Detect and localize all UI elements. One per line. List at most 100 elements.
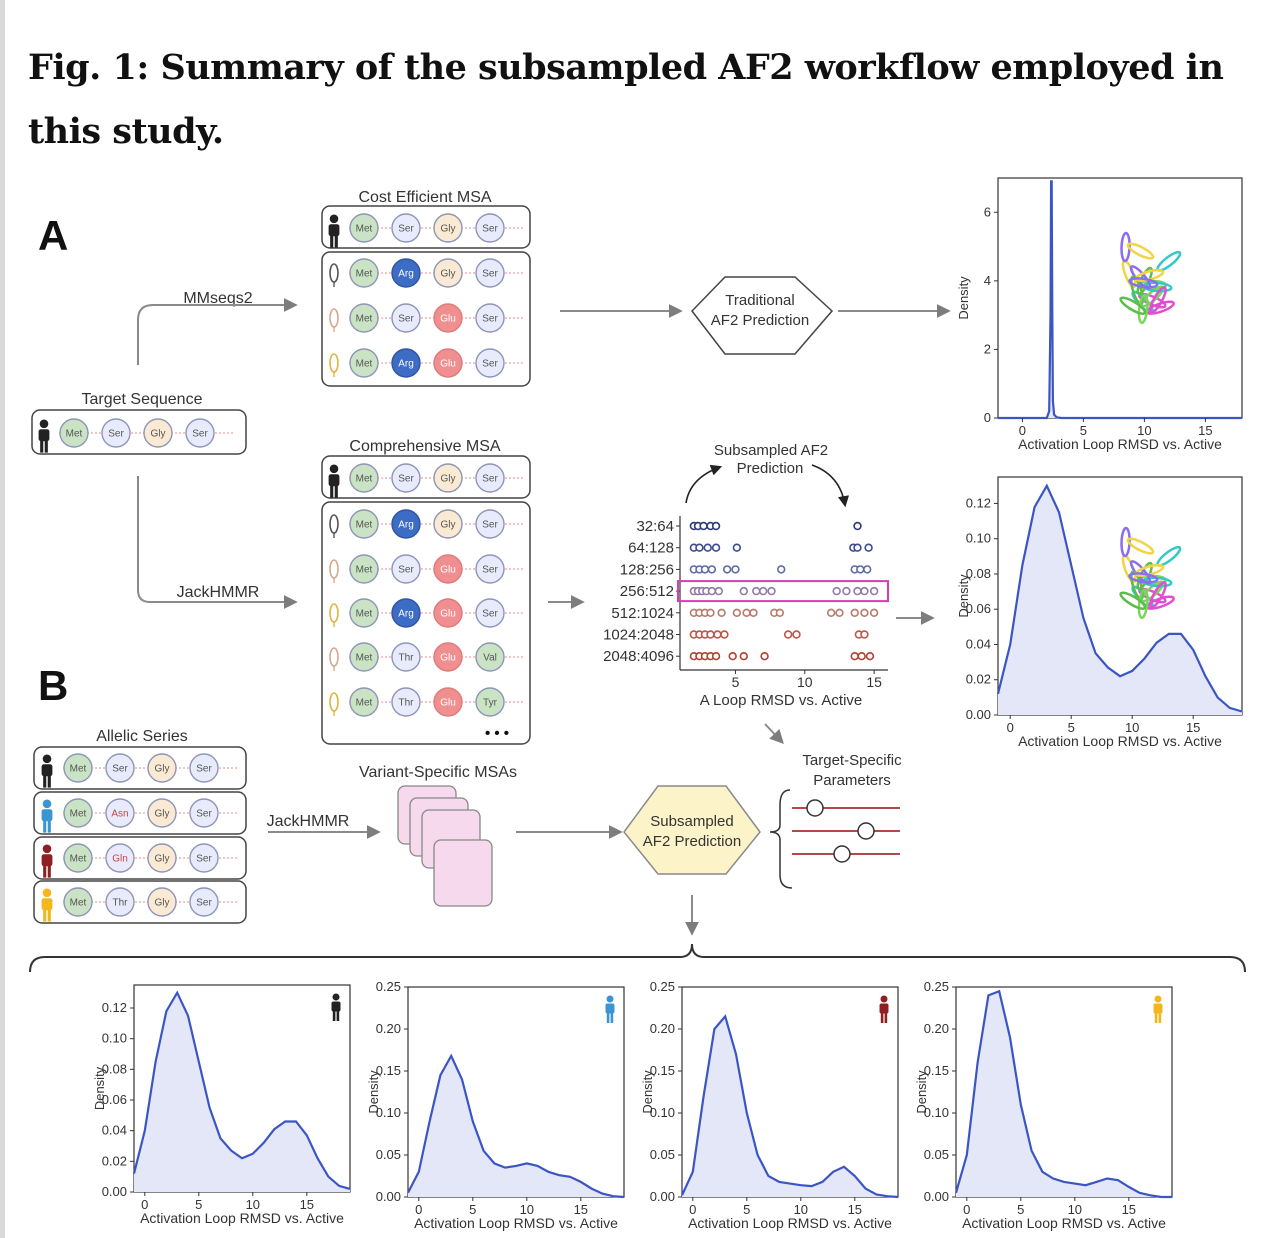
traditional-label-2: AF2 Prediction bbox=[711, 312, 809, 329]
y-tick-label: 0.15 bbox=[650, 1063, 675, 1078]
density-line bbox=[996, 483, 1243, 713]
residue-label: Met bbox=[356, 359, 373, 370]
params-brace bbox=[769, 789, 793, 889]
y-tick-label: 0.10 bbox=[376, 1105, 401, 1120]
panel-b-label: B bbox=[38, 662, 68, 709]
y-tick-label: 1024:2048 bbox=[603, 627, 674, 644]
residue-circle bbox=[189, 798, 219, 828]
density-line bbox=[132, 990, 351, 1190]
scatter-point bbox=[792, 630, 801, 639]
x-tick-label: 10 bbox=[797, 674, 813, 690]
subsampled-hex-label-2: AF2 Prediction bbox=[643, 833, 741, 850]
y-tick-label: 0.25 bbox=[376, 979, 401, 994]
residue-circle bbox=[147, 843, 177, 873]
residue-circle bbox=[433, 687, 463, 717]
residue-circle bbox=[147, 887, 177, 917]
residue-label: Gly bbox=[441, 520, 456, 531]
scatter-point bbox=[767, 586, 776, 596]
x-tick-label: 10 bbox=[1137, 423, 1151, 438]
residue-circle bbox=[147, 798, 177, 828]
allelic-row-box bbox=[33, 836, 247, 880]
person-icon bbox=[328, 464, 340, 498]
x-axis-label: A Loop RMSD vs. Active bbox=[700, 692, 863, 709]
y-axis-label: Density bbox=[956, 276, 971, 320]
scatter-point bbox=[842, 586, 851, 596]
scatter-point bbox=[860, 586, 869, 596]
scatter-point bbox=[864, 543, 873, 552]
x-axis-label: Activation Loop RMSD vs. Active bbox=[962, 1215, 1166, 1231]
scatter-point bbox=[711, 651, 721, 661]
residue-label: Arg bbox=[398, 520, 414, 531]
residue-circle bbox=[433, 509, 463, 539]
residue-circle bbox=[391, 687, 421, 717]
residue-circle bbox=[433, 303, 463, 333]
scatter-point bbox=[860, 630, 869, 639]
scatter-point bbox=[758, 586, 768, 596]
organism-icon bbox=[329, 514, 339, 538]
y-tick-label: 0.10 bbox=[650, 1105, 675, 1120]
jackhmmr-a-label: JackHMMR bbox=[177, 584, 260, 601]
person-icon bbox=[605, 995, 615, 1023]
scatter-point bbox=[853, 586, 862, 596]
arrow-to-params bbox=[764, 723, 784, 745]
comp-msa-query-box bbox=[321, 455, 531, 499]
residue-circle bbox=[349, 509, 379, 539]
residue-label: Ser bbox=[196, 764, 212, 775]
organism-icon bbox=[329, 603, 339, 627]
scatter-point bbox=[850, 608, 859, 617]
residue-label: Arg bbox=[398, 359, 414, 370]
y-tick-label: 0.12 bbox=[102, 1000, 127, 1015]
residue-circle bbox=[349, 213, 379, 243]
y-tick-label: 0.06 bbox=[102, 1092, 127, 1107]
x-tick-label: 15 bbox=[1122, 1202, 1136, 1217]
person-icon bbox=[331, 993, 341, 1021]
mmseqs-label: MMseqs2 bbox=[183, 290, 252, 307]
scatter-point bbox=[869, 586, 879, 596]
residue-label: Glu bbox=[440, 359, 456, 370]
residue-circle bbox=[189, 843, 219, 873]
person-icon bbox=[41, 754, 53, 788]
residue-circle bbox=[433, 642, 463, 672]
y-tick-label: 0.20 bbox=[650, 1021, 675, 1036]
y-tick-label: 0.00 bbox=[376, 1189, 401, 1204]
x-tick-label: 0 bbox=[689, 1202, 696, 1217]
allelic-row-box bbox=[33, 791, 247, 835]
density-area bbox=[682, 1016, 898, 1197]
y-axis-label: Density bbox=[366, 1070, 381, 1114]
cost-msa-label: Cost Efficient MSA bbox=[358, 189, 491, 206]
residue-circle bbox=[63, 887, 93, 917]
residue-label: Ser bbox=[482, 314, 498, 325]
residue-circle bbox=[475, 463, 505, 493]
residue-circle bbox=[105, 753, 135, 783]
density-line bbox=[681, 1014, 899, 1199]
person-icon bbox=[41, 844, 53, 878]
residue-label: Met bbox=[356, 474, 373, 485]
residue-label: Glu bbox=[440, 609, 456, 620]
organism-icon bbox=[329, 263, 339, 287]
residue-circle bbox=[391, 258, 421, 288]
residue-label: Arg bbox=[398, 609, 414, 620]
residue-circle bbox=[391, 642, 421, 672]
scatter-point bbox=[699, 521, 708, 531]
scatter-point bbox=[860, 608, 869, 617]
scatter-point bbox=[739, 651, 748, 661]
x-tick-label: 15 bbox=[848, 1202, 862, 1217]
residue-circle bbox=[475, 348, 505, 378]
scatter-point bbox=[717, 608, 726, 617]
y-tick-label: 0.08 bbox=[102, 1061, 127, 1076]
protein-structure-image bbox=[1119, 231, 1182, 325]
x-tick-label: 15 bbox=[1198, 423, 1212, 438]
y-tick-label: 0 bbox=[984, 410, 991, 425]
residue-label: Ser bbox=[196, 809, 212, 820]
x-axis-label: Activation Loop RMSD vs. Active bbox=[414, 1215, 618, 1231]
residue-label: Gly bbox=[155, 764, 170, 775]
y-tick-label: 0.05 bbox=[924, 1147, 949, 1162]
x-tick-label: 5 bbox=[1080, 423, 1087, 438]
residue-label: Met bbox=[356, 609, 373, 620]
target-params-label-1: Target-Specific bbox=[802, 752, 902, 769]
residue-circle bbox=[349, 554, 379, 584]
residue-circle bbox=[189, 753, 219, 783]
